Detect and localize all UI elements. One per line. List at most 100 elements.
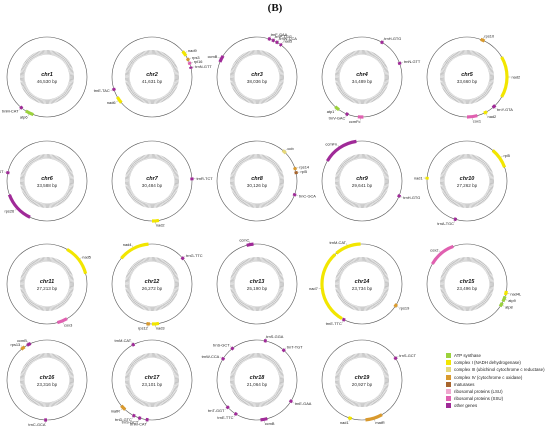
- gene-label: trnN-GTT: [195, 64, 212, 69]
- gene-tick: [277, 39, 279, 42]
- gc-content-ring: [125, 154, 179, 208]
- gene-block-cox: [293, 166, 297, 171]
- gene-tick: [218, 57, 221, 59]
- gene-tick: [500, 155, 503, 158]
- gene-label: rps14: [299, 165, 310, 170]
- gc-content-ring: [335, 353, 389, 407]
- legend-item-atp: ATP synthase: [446, 352, 550, 359]
- gene-label: nad5: [283, 39, 292, 44]
- gc-content-ring: [440, 154, 494, 208]
- inner-ring: [129, 261, 175, 307]
- legend-label: complex IV (cytochrome c oxidase): [454, 374, 523, 380]
- gene-tick: [454, 220, 456, 223]
- chromosome-name: chr4: [356, 72, 368, 78]
- chromosome-size: 21,064 bp: [247, 382, 268, 387]
- gene-label: nad9: [188, 48, 197, 53]
- gene-block-other: [260, 417, 268, 422]
- legend-item-cox: complex IV (cytochrome c oxidase): [446, 374, 550, 381]
- backbone-circle: [321, 339, 403, 421]
- gene-tick: [116, 100, 119, 103]
- inner-ring: [234, 54, 280, 100]
- gc-content-ring: [230, 154, 284, 208]
- inner-ring: [234, 261, 280, 307]
- backbone-circle: [426, 140, 508, 222]
- inner-ring: [129, 357, 175, 403]
- legend-item-rps: ribosomal proteins (SSU): [446, 395, 550, 402]
- legend-label: complex I (NADH dehydrogenase): [454, 360, 521, 366]
- chromosome-map-chr4: trnH-GTGtrnN-GTTccmFctrnV-GACatp1chr434,…: [321, 36, 421, 124]
- legend-label: ATP synthase: [454, 353, 481, 359]
- gene-tick: [273, 37, 275, 40]
- gene-tick: [483, 36, 485, 39]
- chromosome-name: chr8: [251, 176, 264, 182]
- gene-label: trnC-GCA: [28, 422, 45, 427]
- gene-label: cob: [287, 146, 293, 151]
- gene-label: trnS-GCT: [399, 353, 416, 358]
- gene-tick: [438, 250, 441, 253]
- legend-swatch: [446, 403, 451, 409]
- gene-tick: [110, 89, 113, 91]
- gene-tick: [185, 51, 188, 53]
- chromosome-size: 30,126 bp: [247, 183, 268, 188]
- gene-label: nad6: [107, 100, 116, 105]
- gene-label: rpl16: [194, 59, 203, 64]
- chromosome-name: chr3: [251, 72, 263, 78]
- gene-block-other: [380, 40, 385, 45]
- legend-label: ribosomal proteins (LSU): [454, 389, 503, 395]
- gene-label: nad2: [488, 114, 497, 119]
- gene-tick: [62, 322, 64, 325]
- inner-ring: [444, 261, 490, 307]
- gene-label: nad4L: [510, 291, 522, 296]
- gene-label: ccmB: [265, 421, 275, 426]
- gene-tick: [345, 115, 347, 118]
- chromosome-map-chr3: trnF-GAAtrnP-TGGtrnW-CCAnad5ccmBchr338,0…: [208, 32, 297, 118]
- gene-block-nad: [347, 416, 353, 421]
- legend-item-other: other genes: [446, 402, 550, 409]
- gene-label: trnV-GAC: [329, 116, 346, 121]
- chromosome-size: 26,272 bp: [142, 286, 163, 291]
- inner-ring: [444, 158, 490, 204]
- gene-tick: [337, 144, 339, 147]
- gene-block-nad: [115, 96, 123, 104]
- gene-label: trnS-GGA: [266, 334, 283, 339]
- gc-content-ring: [230, 353, 284, 407]
- legend-swatch: [446, 367, 451, 373]
- gene-label: nad1: [414, 175, 423, 180]
- gene-block-nad: [66, 247, 88, 275]
- gene-label: trnD-GTC: [115, 417, 132, 422]
- gene-block-nad: [503, 290, 508, 296]
- gene-block-other: [137, 416, 142, 420]
- gene-block-other: [345, 112, 349, 117]
- gene-block-rps: [187, 61, 192, 66]
- gene-label: trnL-GGT: [0, 169, 4, 174]
- gc-content-ring: [335, 257, 389, 311]
- gene-tick: [494, 107, 497, 110]
- legend-swatch: [446, 360, 451, 366]
- gene-label: trnE-TTC: [326, 321, 342, 326]
- chromosome-name: chr14: [355, 279, 370, 285]
- gene-tick: [20, 345, 23, 347]
- chromosome-name: chr19: [355, 375, 371, 381]
- gene-block-nad: [181, 50, 188, 57]
- gene-tick: [284, 347, 287, 350]
- gene-block-other: [397, 194, 402, 198]
- backbone-circle: [321, 140, 403, 222]
- gene-label: atp8: [505, 304, 513, 309]
- gc-content-ring: [20, 257, 74, 311]
- gene-tick: [18, 108, 21, 111]
- gene-block-other: [491, 104, 497, 109]
- chromosome-name: chr7: [146, 176, 159, 182]
- chromosome-size: 38,036 bp: [247, 79, 268, 84]
- gene-label: nad3: [156, 326, 165, 331]
- chromosome-map-chr2: nad9rps3rpl16trnN-GTTnad6trnE-TACchr241,…: [94, 36, 212, 118]
- gc-content-ring: [20, 154, 74, 208]
- gene-tick: [131, 245, 133, 248]
- gene-block-other: [288, 399, 294, 404]
- gene-block-other: [218, 54, 225, 63]
- gene-label: trnN-GTT: [404, 59, 421, 64]
